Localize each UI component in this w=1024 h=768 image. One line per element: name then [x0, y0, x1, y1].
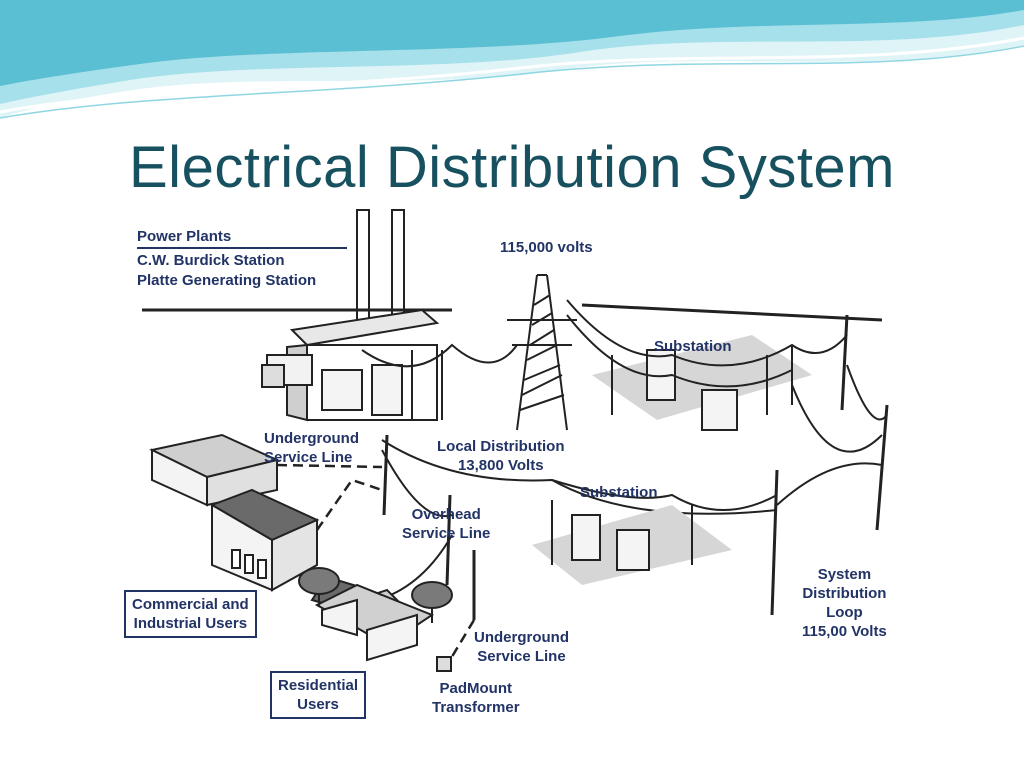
- loop-line4: 115,00 Volts: [802, 623, 887, 640]
- underground-service-line2: Service Line: [264, 449, 353, 466]
- underground-service-line1: Underground: [264, 430, 359, 447]
- local-distribution-line2: 13,800 Volts: [457, 457, 544, 474]
- commercial-buildings-icon: [148, 433, 320, 592]
- wave-outline: [0, 45, 1024, 119]
- padmount-line2: Transformer: [432, 699, 520, 716]
- commercial-users-line2: Industrial Users: [133, 615, 248, 632]
- power-plant-icon: [142, 209, 452, 422]
- residential-users-line2: Users: [297, 696, 339, 713]
- overhead-service-line2: Service Line: [402, 525, 491, 542]
- padmount-line1: PadMount: [439, 680, 513, 697]
- residential-users-box: Residential Users: [270, 671, 367, 719]
- underground-res-line2: Service Line: [477, 648, 566, 665]
- substation-mid-label: Substation: [580, 484, 658, 501]
- overhead-service-label: Overhead Service Line: [402, 505, 490, 543]
- power-plants-label: Power Plants: [137, 228, 232, 245]
- distribution-diagram: Power Plants C.W. Burdick Station Platte…: [112, 205, 932, 735]
- substation-top-label: Substation: [654, 338, 732, 355]
- distribution-loop-label: System Distribution Loop 115,00 Volts: [802, 565, 887, 641]
- diagram-illustration: [142, 209, 889, 672]
- loop-line3: Loop: [826, 604, 863, 621]
- local-distribution-line1: Local Distribution: [437, 438, 565, 455]
- underground-res-line1: Underground: [474, 629, 569, 646]
- substation-mid-icon: [532, 500, 732, 585]
- wave-banner: [0, 0, 1024, 119]
- wave-highlight: [0, 36, 1024, 114]
- power-lines: [341, 299, 888, 606]
- commercial-users-box: Commercial and Industrial Users: [124, 590, 257, 638]
- transmission-voltage-label: 115,000 volts: [500, 239, 593, 256]
- overhead-service-line1: Overhead: [411, 506, 481, 523]
- residential-houses-icon: [298, 567, 453, 672]
- residential-users-line1: Residential: [278, 677, 359, 694]
- distribution-poles-mid: [382, 434, 476, 620]
- platte-station-label: Platte Generating Station: [137, 272, 317, 289]
- underground-lines: [276, 463, 476, 666]
- loop-line2: Distribution: [802, 585, 887, 602]
- substation-top-icon: [592, 335, 812, 431]
- underground-service-label-bottom: Underground Service Line: [474, 628, 569, 666]
- distribution-poles-right: [770, 314, 889, 616]
- burdick-station-label: C.W. Burdick Station: [137, 252, 285, 269]
- loop-line1: System: [817, 566, 872, 583]
- padmount-transformer-label: PadMount Transformer: [432, 679, 520, 717]
- slide-title: Electrical Distribution System: [129, 135, 895, 200]
- power-plants-divider: [137, 247, 347, 249]
- wave-dark-band: [0, 0, 1024, 86]
- underground-service-label-top: Underground Service Line: [264, 429, 359, 467]
- commercial-users-line1: Commercial and: [132, 596, 249, 613]
- transmission-tower-icon: [507, 274, 577, 431]
- local-distribution-label: Local Distribution 13,800 Volts: [437, 437, 565, 475]
